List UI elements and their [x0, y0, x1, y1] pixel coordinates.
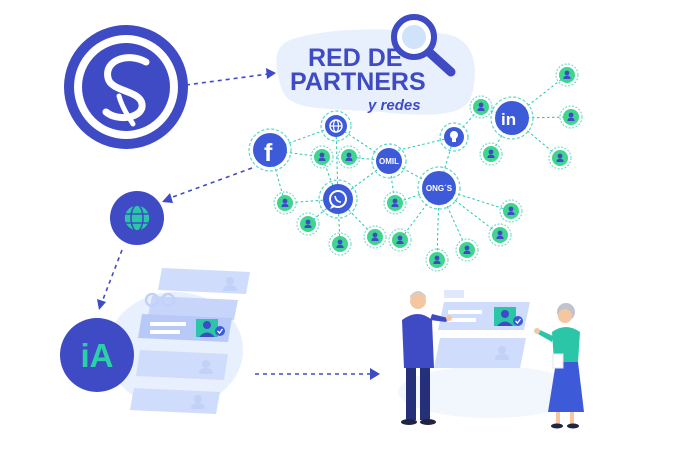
omil-node: OMIL [371, 143, 407, 179]
ia-badge: iA [60, 318, 134, 392]
user-icon [548, 146, 572, 170]
profile-card [434, 338, 526, 368]
facebook-icon: f [248, 128, 292, 172]
arrow-facebook-to-globe [169, 167, 253, 199]
woman-figure [534, 303, 584, 429]
user-icon [469, 95, 493, 119]
check-icon [215, 326, 225, 336]
omil-label: OMIL [379, 157, 399, 166]
globe-icon [110, 191, 164, 245]
user-icon [310, 145, 334, 169]
title-line1: RED DE [308, 44, 402, 72]
partners-title-group: RED DE PARTNERS y redes [276, 14, 475, 115]
people-scene [398, 290, 584, 429]
user-icon [455, 238, 479, 262]
profile-card [148, 296, 238, 320]
arrow-logo-to-partners [185, 73, 269, 86]
user-icon [555, 63, 579, 87]
lightbulb-icon [439, 122, 469, 152]
user-icon [488, 223, 512, 247]
user-icon [383, 191, 407, 215]
whatsapp-icon [318, 179, 358, 219]
man-figure [401, 291, 452, 425]
user-icon [296, 212, 320, 236]
globe-node-icon [320, 110, 352, 142]
user-icon [363, 225, 387, 249]
user-icon [388, 228, 412, 252]
title-line2: PARTNERS [290, 68, 426, 96]
ia-section: iA [60, 268, 250, 414]
flow-arrows [101, 73, 370, 375]
title-line3: y redes [367, 97, 421, 114]
user-icon [273, 191, 297, 215]
user-icon [425, 248, 449, 272]
arrow-heads [97, 68, 380, 380]
ongs-node: ONG´S [417, 166, 461, 210]
linkedin-icon: in [490, 96, 534, 140]
user-icon [559, 105, 583, 129]
facebook-label: f [264, 139, 273, 167]
profile-card [130, 388, 220, 414]
ia-label: iA [81, 337, 114, 374]
user-icon [328, 232, 352, 256]
ongs-label: ONG´S [426, 184, 453, 193]
user-icon [479, 142, 503, 166]
profile-card [136, 350, 228, 380]
user-icon [337, 145, 361, 169]
linkedin-label: in [501, 110, 516, 129]
arrow-globe-to-ia [101, 249, 123, 303]
profile-cards-stack [130, 268, 250, 414]
check-icon [513, 316, 523, 326]
user-icon [499, 199, 523, 223]
profile-card-active [438, 302, 530, 330]
brand-logo-icon [64, 25, 188, 149]
search-icon [391, 14, 456, 77]
